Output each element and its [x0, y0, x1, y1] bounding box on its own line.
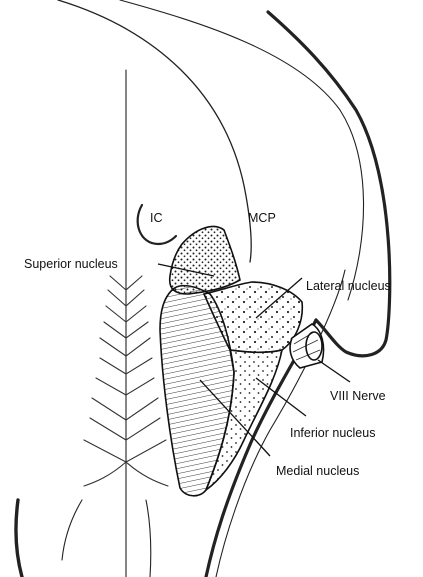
viii-nerve-label: VIII Nerve [330, 389, 386, 403]
ic-label: IC [150, 211, 163, 225]
outline-left-thick [16, 500, 22, 577]
mcp-label: MCP [248, 211, 276, 225]
outline-bottom-curve [146, 500, 151, 577]
leader-viii [318, 360, 350, 382]
superior-nucleus-region [170, 226, 240, 294]
outline-mcp-arc [120, 0, 364, 300]
superior-nucleus-label: Superior nucleus [24, 257, 118, 271]
outline-left-thin-2 [62, 500, 82, 560]
inferior-nucleus-label: Inferior nucleus [290, 426, 375, 440]
lateral-nucleus-label: Lateral nucleus [306, 279, 391, 293]
medial-nucleus-label: Medial nucleus [276, 464, 359, 478]
